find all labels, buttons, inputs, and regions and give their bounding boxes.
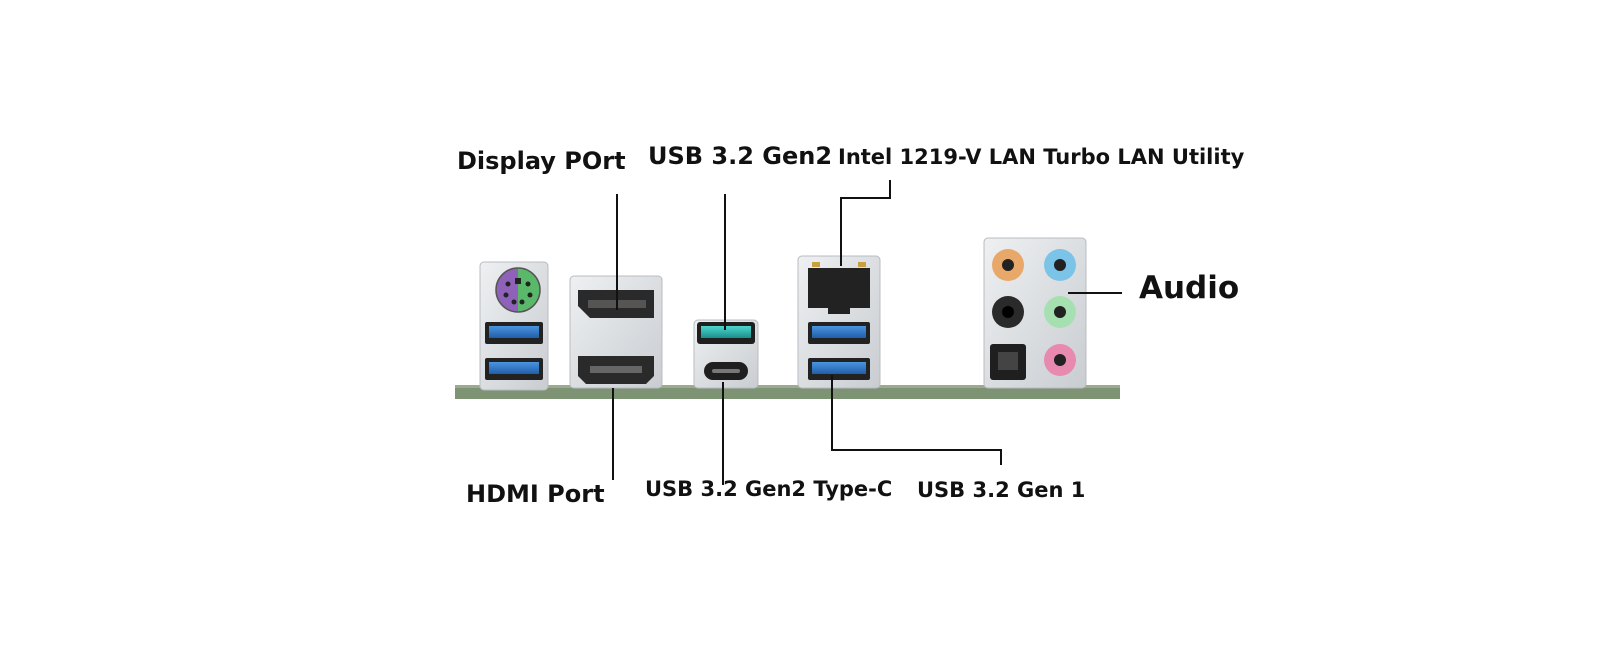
label-audio: Audio <box>1139 270 1240 306</box>
usb3-port-icon <box>485 358 543 380</box>
label-display-port: Display POrt <box>457 147 626 175</box>
optical-spdif-icon <box>990 344 1026 380</box>
ps2-usb-stack <box>479 261 549 391</box>
rj45-lan-port-icon <box>808 262 870 314</box>
usb3-port-icon <box>485 322 543 344</box>
label-usb-typec: USB 3.2 Gen2 Type-C <box>645 477 893 501</box>
audio-jack-black-icon <box>992 296 1024 328</box>
label-usb-gen1: USB 3.2 Gen 1 <box>917 478 1086 502</box>
label-usb-gen2: USB 3.2 Gen2 <box>648 142 833 170</box>
leader-usb-gen1 <box>831 375 1002 465</box>
hdmi-port-icon <box>578 356 654 384</box>
usb-gen2-port-icon <box>697 322 755 344</box>
audio-jack-block <box>983 237 1087 389</box>
lan-usb-stack <box>797 255 881 389</box>
label-lan: Intel 1219-V LAN Turbo LAN Utility <box>838 145 1245 169</box>
ps2-port-icon <box>495 267 541 313</box>
usb3-port-icon <box>808 358 870 380</box>
audio-jack-blue-icon <box>1044 249 1076 281</box>
audio-jack-orange-icon <box>992 249 1024 281</box>
leader-lan <box>840 180 891 266</box>
usb3-port-icon <box>808 322 870 344</box>
leader-lines <box>612 180 1122 485</box>
audio-jack-green-icon <box>1044 296 1076 328</box>
usb-typec-port-icon <box>704 362 748 380</box>
usb-gen2-typec-stack <box>693 319 759 389</box>
label-hdmi: HDMI Port <box>466 480 605 508</box>
audio-jack-pink-icon <box>1044 344 1076 376</box>
